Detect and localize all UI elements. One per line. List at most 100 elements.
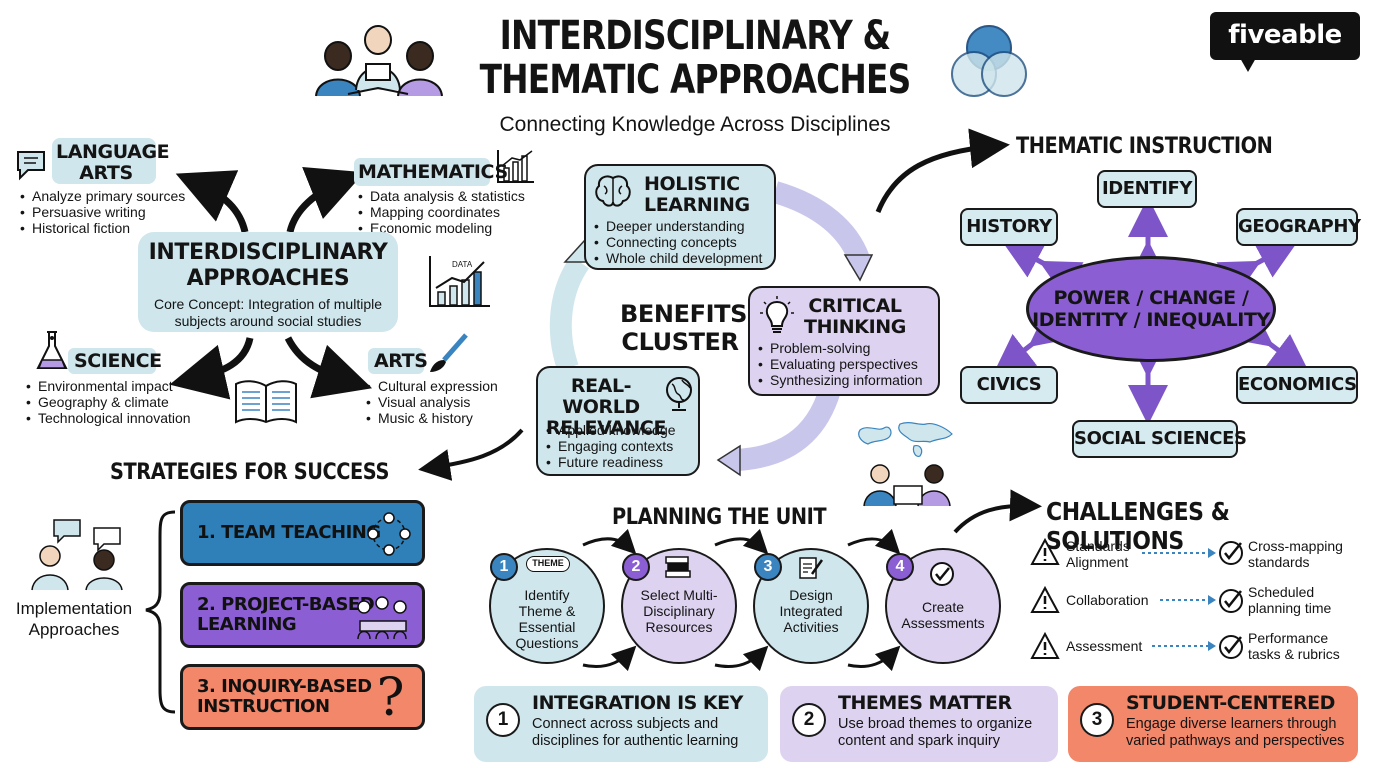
- chip-economics: ECONOMICS: [1236, 366, 1358, 404]
- chip-geography: GEOGRAPHY: [1236, 208, 1361, 246]
- question-mark-icon: ?: [376, 668, 405, 728]
- chip-civics: CIVICS: [960, 366, 1058, 404]
- plan-step-3-number: 3: [754, 553, 782, 581]
- list-item: Applied knowledge: [544, 422, 676, 438]
- challenges-title: CHALLENGES & SOLUTIONS: [1046, 497, 1230, 555]
- bar-chart-icon: [496, 148, 536, 184]
- open-book-icon: [232, 376, 300, 426]
- arrow-to-science: [169, 337, 254, 400]
- core-description: Core Concept: Integration of multiple su…: [153, 296, 382, 329]
- holistic-list: Deeper understanding Connecting concepts…: [592, 218, 762, 266]
- list-item: Persuasive writing: [18, 204, 185, 220]
- strategy-team-teaching: 1. TEAM TEACHING: [180, 500, 425, 566]
- globe-icon: [664, 376, 694, 412]
- list-item: Visual analysis: [364, 394, 498, 410]
- chip-identify: IDENTIFY: [1097, 170, 1197, 208]
- list-item: Economic modeling: [356, 220, 525, 236]
- takeaway-themes: 2 THEMES MATTER Use broad themes to orga…: [780, 686, 1058, 762]
- challenge-assessment: Assessment: [1066, 638, 1143, 654]
- science-list: Environmental impact Geography & climate…: [24, 378, 191, 426]
- list-item: Environmental impact: [24, 378, 191, 394]
- group-work-icon: [352, 595, 414, 641]
- core-title: INTERDISCIPLINARY APPROACHES: [148, 240, 388, 291]
- holistic-learning-box: HOLISTIC LEARNING Deeper understanding C…: [584, 164, 776, 270]
- cycle-arrow-top: [771, 181, 871, 266]
- list-item: Cultural expression: [364, 378, 498, 394]
- chip-social-sciences: SOCIAL SCIENCES: [1072, 420, 1247, 458]
- list-item: Analyze primary sources: [18, 188, 185, 204]
- mathematics-label: [354, 158, 490, 186]
- holistic-title: HOLISTIC LEARNING: [644, 173, 750, 216]
- speech-bubble-icon: [14, 148, 56, 184]
- cycle-arrow-left: [549, 255, 590, 372]
- mathematics-list: Data analysis & statistics Mapping coord…: [356, 188, 525, 236]
- warning-icon: [1030, 537, 1060, 566]
- discussion-people-icon: [24, 516, 134, 592]
- fiveable-logo[interactable]: fiveable: [1210, 12, 1360, 72]
- list-item: Mapping coordinates: [356, 204, 525, 220]
- list-item: Geography & climate: [24, 394, 191, 410]
- check-circle-icon: [928, 560, 956, 588]
- science-label: [68, 348, 156, 374]
- page-subtitle: Connecting Knowledge Across Disciplines: [499, 113, 891, 136]
- takeaway-student-centered: 3 STUDENT-CENTERED Engage diverse learne…: [1068, 686, 1358, 762]
- list-item: Data analysis & statistics: [356, 188, 525, 204]
- strategy-brace: [145, 510, 176, 714]
- team-cycle-icon: [366, 511, 412, 557]
- data-label: DATA: [452, 260, 473, 269]
- list-item: Technological innovation: [24, 410, 191, 426]
- arts-label: [368, 348, 424, 374]
- language-arts-label: [52, 138, 156, 184]
- plan-step-1-number: 1: [490, 553, 518, 581]
- check-icon: [1218, 634, 1244, 660]
- list-item: Problem-solving: [756, 340, 923, 356]
- theme-tag: THEME: [526, 556, 570, 572]
- flask-icon: [34, 330, 70, 372]
- language-arts-list: Analyze primary sources Persuasive writi…: [18, 188, 185, 236]
- list-item: Deeper understanding: [592, 218, 762, 234]
- venn-icon: [944, 22, 1034, 102]
- list-item: Future readiness: [544, 454, 676, 470]
- warning-icon: [1030, 585, 1060, 614]
- chip-history: HISTORY: [960, 208, 1058, 246]
- arrow-to-thematic: [875, 128, 1010, 213]
- brand-name: fiveable: [1228, 20, 1342, 50]
- critical-list: Problem-solving Evaluating perspectives …: [756, 340, 923, 388]
- theme-center-ellipse: POWER / CHANGE / IDENTITY / INEQUALITY: [1026, 256, 1276, 362]
- list-item: Historical fiction: [18, 220, 185, 236]
- strategies-title: STRATEGIES FOR SUCCESS: [110, 460, 389, 485]
- mathematics-title: MATHEMATICS: [358, 161, 508, 183]
- takeaway-integration: 1 INTEGRATION IS KEY Connect across subj…: [474, 686, 768, 762]
- arrow-to-arts: [284, 336, 373, 399]
- benefits-cluster-title: BENEFITS CLUSTER: [620, 300, 747, 356]
- arrow-to-challenges: [953, 489, 1042, 534]
- implementation-label: Implementation Approaches: [15, 599, 133, 639]
- list-item: Connecting concepts: [592, 234, 762, 250]
- thematic-title: THEMATIC INSTRUCTION: [1016, 134, 1273, 159]
- real-world-relevance-box: REAL-WORLD RELEVANCE Applied knowledge E…: [536, 366, 700, 476]
- brain-icon: [594, 174, 632, 208]
- check-icon: [1218, 588, 1244, 614]
- critical-title: CRITICAL THINKING: [804, 295, 906, 338]
- cycle-arrow-bottom: [734, 386, 841, 471]
- book-stack-icon: [664, 555, 692, 579]
- data-chart-icon: DATA: [426, 254, 492, 310]
- list-item: Engaging contexts: [544, 438, 676, 454]
- science-title: SCIENCE: [74, 350, 162, 372]
- arrow-to-mathematics: [286, 167, 365, 233]
- realworld-list: Applied knowledge Engaging contexts Futu…: [544, 422, 676, 470]
- lightbulb-icon: [760, 296, 794, 336]
- language-arts-title: LANGUAGE ARTS: [56, 141, 170, 184]
- students-illustration: [308, 16, 448, 100]
- plan-step-4-number: 4: [886, 553, 914, 581]
- plan-step-2-number: 2: [622, 553, 650, 581]
- check-icon: [1218, 540, 1244, 566]
- arrow-to-language-arts: [175, 170, 249, 233]
- challenge-collaboration: Collaboration: [1066, 592, 1149, 608]
